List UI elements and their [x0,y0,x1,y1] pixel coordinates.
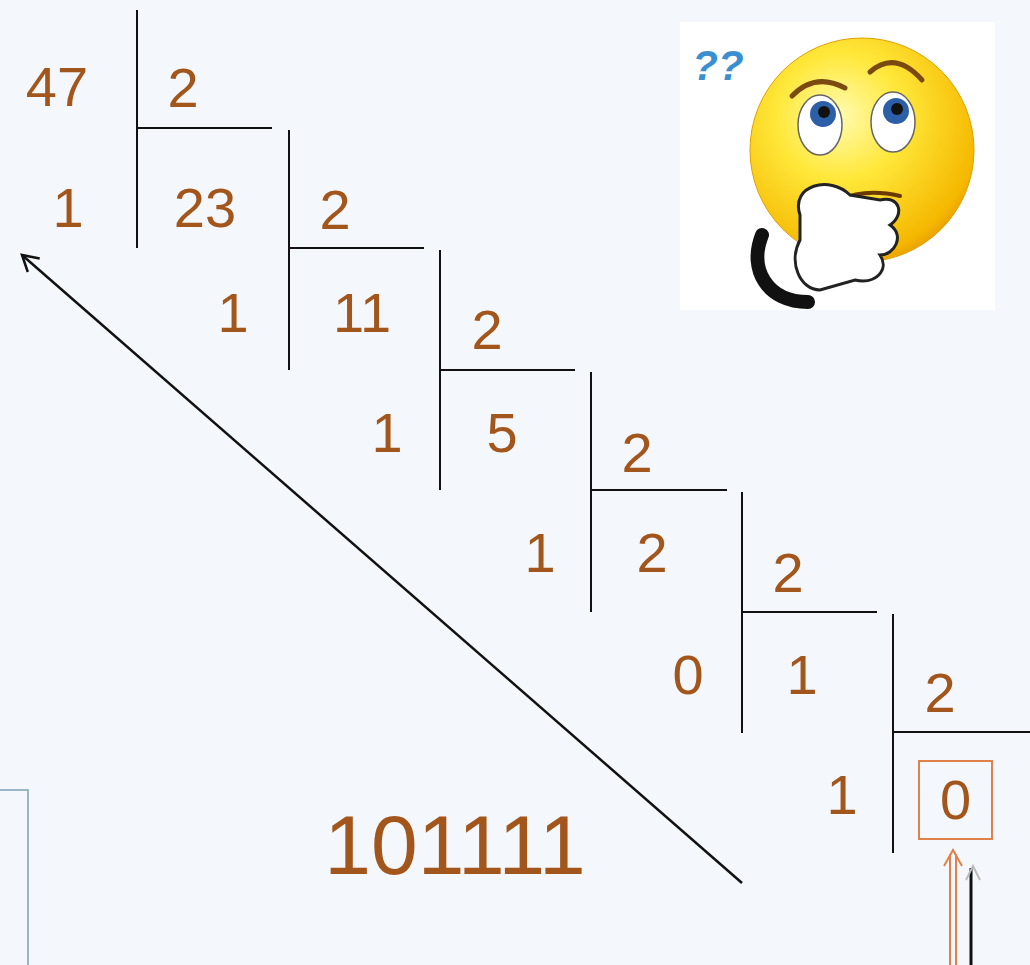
divisor: 2 [924,665,955,721]
remainder-bit: 1 [52,180,83,236]
iris [810,101,836,127]
division-brackets [137,10,1030,853]
eye [871,92,915,152]
quotient: 11 [333,285,391,341]
arrow-head [22,255,40,272]
eyebrow [870,63,922,80]
bracket-vertical [590,372,592,612]
remainder-bit: 1 [524,525,555,581]
arrow-shaft [22,255,742,883]
node-text: 0 [940,772,971,828]
dividend: 47 [26,59,88,115]
divisor: 2 [621,425,652,481]
remainder-bit: 1 [217,285,248,341]
bracket-horizontal [742,611,877,613]
divisor: 2 [772,545,803,601]
iris [883,98,909,124]
quotient: 5 [486,405,517,461]
thinking-face [680,22,995,310]
divisor: 2 [167,60,198,116]
highlighted-quotient-box: 0 [918,760,993,840]
bracket-horizontal [289,247,424,249]
pointer-arrows [944,850,980,965]
remainder-bit: 0 [672,647,703,703]
bracket-vertical [288,130,290,370]
read-direction-arrow [22,255,742,883]
binary-result: 101111 [324,803,586,887]
quotient: 2 [636,525,667,581]
quotient: 23 [174,180,236,236]
divisor: 2 [319,182,350,238]
black-shaft [970,868,973,965]
bracket-horizontal [137,127,272,129]
clipart-ground [680,22,995,310]
orange-shaft [955,854,957,965]
quotient: 1 [786,647,817,703]
question-marks: ?? [692,45,743,87]
bracket-horizontal [440,369,575,371]
eye [798,95,842,155]
divisor: 2 [471,302,502,358]
hand [795,185,899,290]
pupil [818,106,830,118]
eyebrow [792,82,845,96]
bracket-vertical [892,614,894,853]
orange-shaft [949,854,951,965]
bracket-horizontal [591,489,727,491]
remainder-bit: 1 [371,405,402,461]
remainder-bit: 1 [826,767,857,823]
grey-head [966,866,980,880]
bracket-horizontal [893,731,1030,733]
pupil [891,103,903,115]
orange-head [944,850,962,866]
edge-panel [0,790,28,965]
